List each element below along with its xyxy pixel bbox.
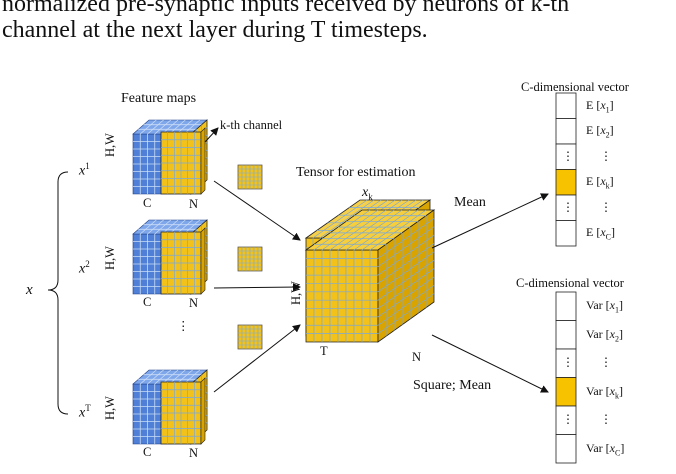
fm1-n-label: N (189, 197, 199, 211)
vector-dots: ⋮ (562, 199, 574, 214)
vector-label-dots: ⋮ (600, 148, 612, 163)
tensor-title: Tensor for estimation (296, 165, 416, 180)
feature-maps-title: Feature maps (121, 91, 197, 106)
mean-vector-title: C-dimensional vector (521, 80, 629, 94)
fmT-n-label: N (189, 446, 199, 460)
square-mean-op-label: Square; Mean (413, 378, 492, 393)
arrow-slice1-to-tensor (213, 180, 301, 241)
vector-label-dots: ⋮ (600, 199, 612, 214)
input-brace (47, 171, 69, 415)
vector-dots: ⋮ (562, 355, 574, 370)
input-x-label: x (26, 282, 33, 298)
vector-cell (555, 377, 577, 407)
mean-op-label: Mean (454, 195, 486, 210)
vector-label-dots: ⋮ (600, 412, 612, 427)
estimation-tensor-cube (304, 209, 436, 343)
vector-entry-label: E [x2] (586, 123, 614, 140)
arrow-slice2-to-tensor (213, 283, 301, 292)
tensor-t-label: T (320, 344, 328, 358)
feature-map-T (132, 369, 208, 445)
channel-slice-2 (237, 246, 263, 272)
vector-entry-label: E [xC] (586, 225, 615, 242)
fm1-label: x1 (79, 161, 90, 179)
kth-channel-label: k-th channel (220, 118, 283, 132)
vector-dots: ⋮ (562, 148, 574, 163)
tensor-variable: xk (362, 185, 373, 202)
kth-channel-arrow (204, 127, 219, 143)
tensor-hw-label: H,W (289, 281, 303, 305)
mean-vector-cells (555, 92, 577, 247)
fm1-c-label: C (143, 196, 152, 210)
fm2-label: x2 (79, 259, 90, 277)
vector-cell (555, 169, 577, 196)
vector-entry-label: E [xk] (586, 174, 614, 191)
fm1-hw-label: H,W (103, 133, 117, 157)
vector-cell (555, 220, 577, 247)
vector-cell (555, 118, 577, 145)
fm2-n-label: N (189, 296, 199, 310)
vector-label-dots: ⋮ (600, 355, 612, 370)
vector-entry-label: Var [x2] (586, 326, 623, 344)
arrow-sliceT-to-tensor (213, 324, 301, 393)
fmT-hw-label: H,W (103, 396, 117, 420)
var-vector-cells (555, 291, 577, 464)
square-mean-arrow (431, 334, 549, 393)
feature-maps-dots: ⋮ (177, 319, 190, 333)
fm2-hw-label: H,W (103, 246, 117, 270)
vector-entry-label: Var [xk] (586, 383, 623, 401)
vector-cell (555, 291, 577, 321)
vector-entry-label: Var [x1] (586, 298, 623, 315)
vector-entry-label: E [x1] (586, 97, 614, 115)
fm2-c-label: C (143, 295, 152, 309)
var-vector-title: C-dimensional vector (516, 276, 624, 290)
channel-slice-1 (237, 164, 263, 190)
vector-cell (555, 320, 577, 350)
caption-line-1: normalized pre-synaptic inputs received … (2, 0, 570, 17)
vector-dots: ⋮ (562, 412, 574, 427)
fmT-label: xT (79, 403, 91, 421)
caption-line-2: channel at the next layer during T times… (2, 17, 428, 43)
feature-map-1 (132, 119, 208, 195)
tensor-n-label: N (412, 350, 422, 364)
vector-cell (555, 434, 577, 464)
channel-slice-T (237, 324, 263, 350)
feature-map-2 (132, 219, 208, 295)
vector-entry-label: Var [xC] (586, 440, 625, 458)
mean-arrow (431, 193, 549, 249)
vector-cell (555, 92, 577, 119)
fmT-c-label: C (143, 445, 152, 459)
